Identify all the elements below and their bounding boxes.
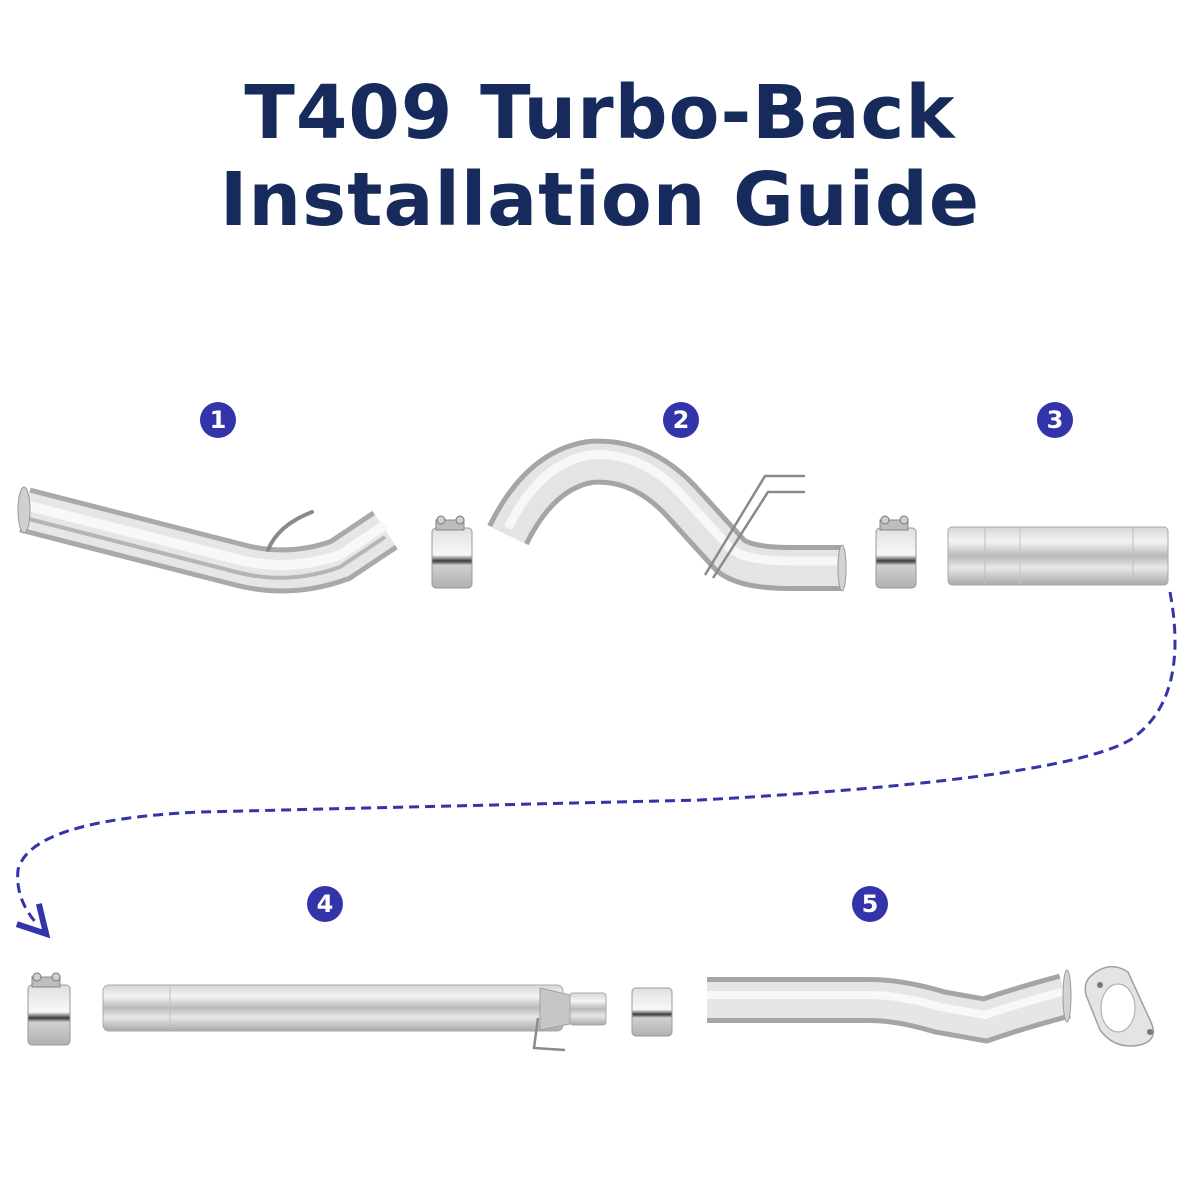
clamp-1 bbox=[431, 515, 473, 589]
flange-gasket bbox=[1084, 966, 1155, 1047]
page-title-line2: Installation Guide bbox=[219, 157, 981, 243]
hanger-rod-icon bbox=[532, 1017, 566, 1052]
part-3-coupler-pipe bbox=[947, 526, 1169, 586]
step-badge-2: 2 bbox=[663, 402, 699, 438]
page-title-line1: T409 Turbo-Back bbox=[244, 70, 956, 156]
step-badge-1: 1 bbox=[200, 402, 236, 438]
flow-arrow bbox=[18, 591, 1177, 925]
step-badge-4: 4 bbox=[307, 886, 343, 922]
hanger-rod-icon bbox=[266, 510, 314, 552]
step-badge-5: 5 bbox=[852, 886, 888, 922]
clamp-2 bbox=[875, 515, 917, 589]
part-2-s-bend-pipe bbox=[487, 438, 847, 592]
double-hanger-icon bbox=[703, 474, 805, 579]
part-4-long-pipe bbox=[102, 984, 607, 1052]
step-badge-3: 3 bbox=[1037, 402, 1073, 438]
part-5-downpipe bbox=[707, 969, 1072, 1044]
clamp-3 bbox=[27, 972, 71, 1046]
part-1-bent-pipe bbox=[17, 486, 398, 594]
band-clamp bbox=[631, 987, 673, 1037]
